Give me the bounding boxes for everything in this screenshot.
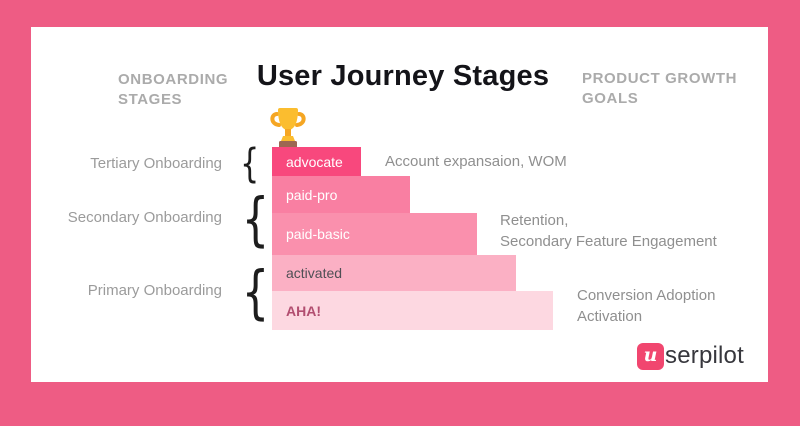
bar-label: activated (286, 265, 343, 281)
journey-bar-activated: activated (272, 255, 516, 291)
bar-label: AHA! (286, 302, 321, 319)
curly-brace-icon: { (241, 185, 270, 253)
journey-bar-paid-basic: paid-basic (272, 213, 477, 255)
bar-label: paid-basic (286, 226, 350, 242)
userpilot-logo-mark: u (637, 342, 664, 370)
journey-bar-aha: AHA! (272, 291, 553, 330)
page-title: User Journey Stages (256, 60, 550, 92)
trophy-icon (270, 108, 306, 149)
curly-brace-icon: { (240, 141, 260, 187)
diagram-card: ONBOARDING STAGES User Journey Stages PR… (31, 27, 768, 382)
bar-label: paid-pro (286, 186, 338, 203)
stage-label-secondary-onboarding: Secondary Onboarding (67, 209, 222, 226)
userpilot-logo-text: serpilot (665, 342, 744, 369)
growth-goal-retention: Retention, Secondary Feature Engagement (500, 212, 717, 250)
curly-brace-icon: { (241, 258, 270, 326)
stage-label-primary-onboarding: Primary Onboarding (87, 282, 222, 299)
growth-goal-conversion: Conversion Adoption Activation (577, 287, 716, 325)
userpilot-logo: u serpilot (637, 342, 744, 370)
onboarding-stages-header: ONBOARDING STAGES (118, 71, 229, 108)
stage-label-tertiary-onboarding: Tertiary Onboarding (90, 155, 222, 172)
product-growth-goals-header: PRODUCT GROWTH GOALS (582, 70, 738, 107)
journey-bar-paid-pro: paid-pro (272, 176, 410, 213)
growth-goal-account-expansion: Account expansaion, WOM (385, 153, 567, 170)
bar-label: advocate (286, 153, 343, 170)
journey-bar-advocate: advocate (272, 147, 361, 176)
